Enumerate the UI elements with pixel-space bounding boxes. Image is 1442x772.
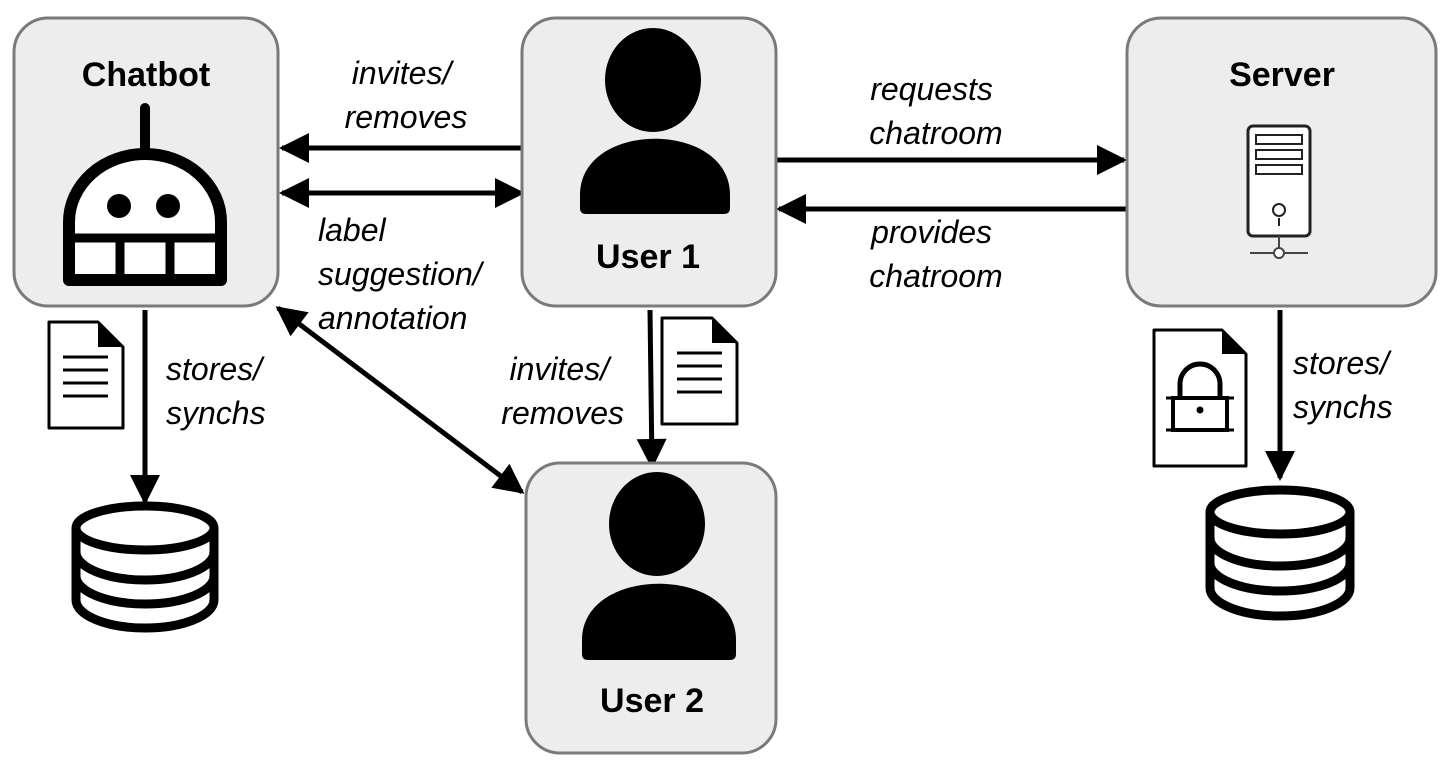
locked-document-icon: [1152, 328, 1248, 468]
label-user1-to-user2: invites/ removes: [501, 351, 624, 431]
label-server-to-user1: provides chatroom: [869, 214, 1002, 294]
label-chatbot-user1-annotation: label suggestion/ annotation: [318, 212, 491, 336]
node-server-title: Server: [1229, 56, 1335, 94]
database-icon: [71, 501, 219, 633]
server-icon: [1246, 124, 1312, 259]
node-user2-title: User 2: [600, 682, 704, 720]
document-icon: [660, 316, 739, 426]
arrow-chatbot-user2-bidirectional: [275, 306, 525, 494]
node-user1-title: User 1: [596, 238, 700, 276]
document-icon: [47, 320, 125, 430]
robot-icon: [63, 103, 227, 286]
node-chatbot-title: Chatbot: [82, 56, 210, 94]
user-icon: [580, 24, 730, 214]
label-server-to-db: stores/ synchs: [1293, 345, 1398, 425]
database-icon: [1205, 485, 1355, 621]
node-server: Server: [1125, 16, 1438, 308]
label-user1-to-server: requests chatroom: [869, 71, 1002, 151]
label-chatbot-to-db: stores/ synchs: [166, 351, 271, 431]
user-icon: [582, 468, 736, 660]
arrow-user1-to-user2: [636, 309, 667, 469]
node-chatbot: Chatbot: [12, 16, 280, 308]
node-user1: User 1: [520, 16, 778, 308]
node-user2: User 2: [524, 461, 778, 755]
label-user1-to-chatbot: invites/ removes: [345, 55, 468, 135]
